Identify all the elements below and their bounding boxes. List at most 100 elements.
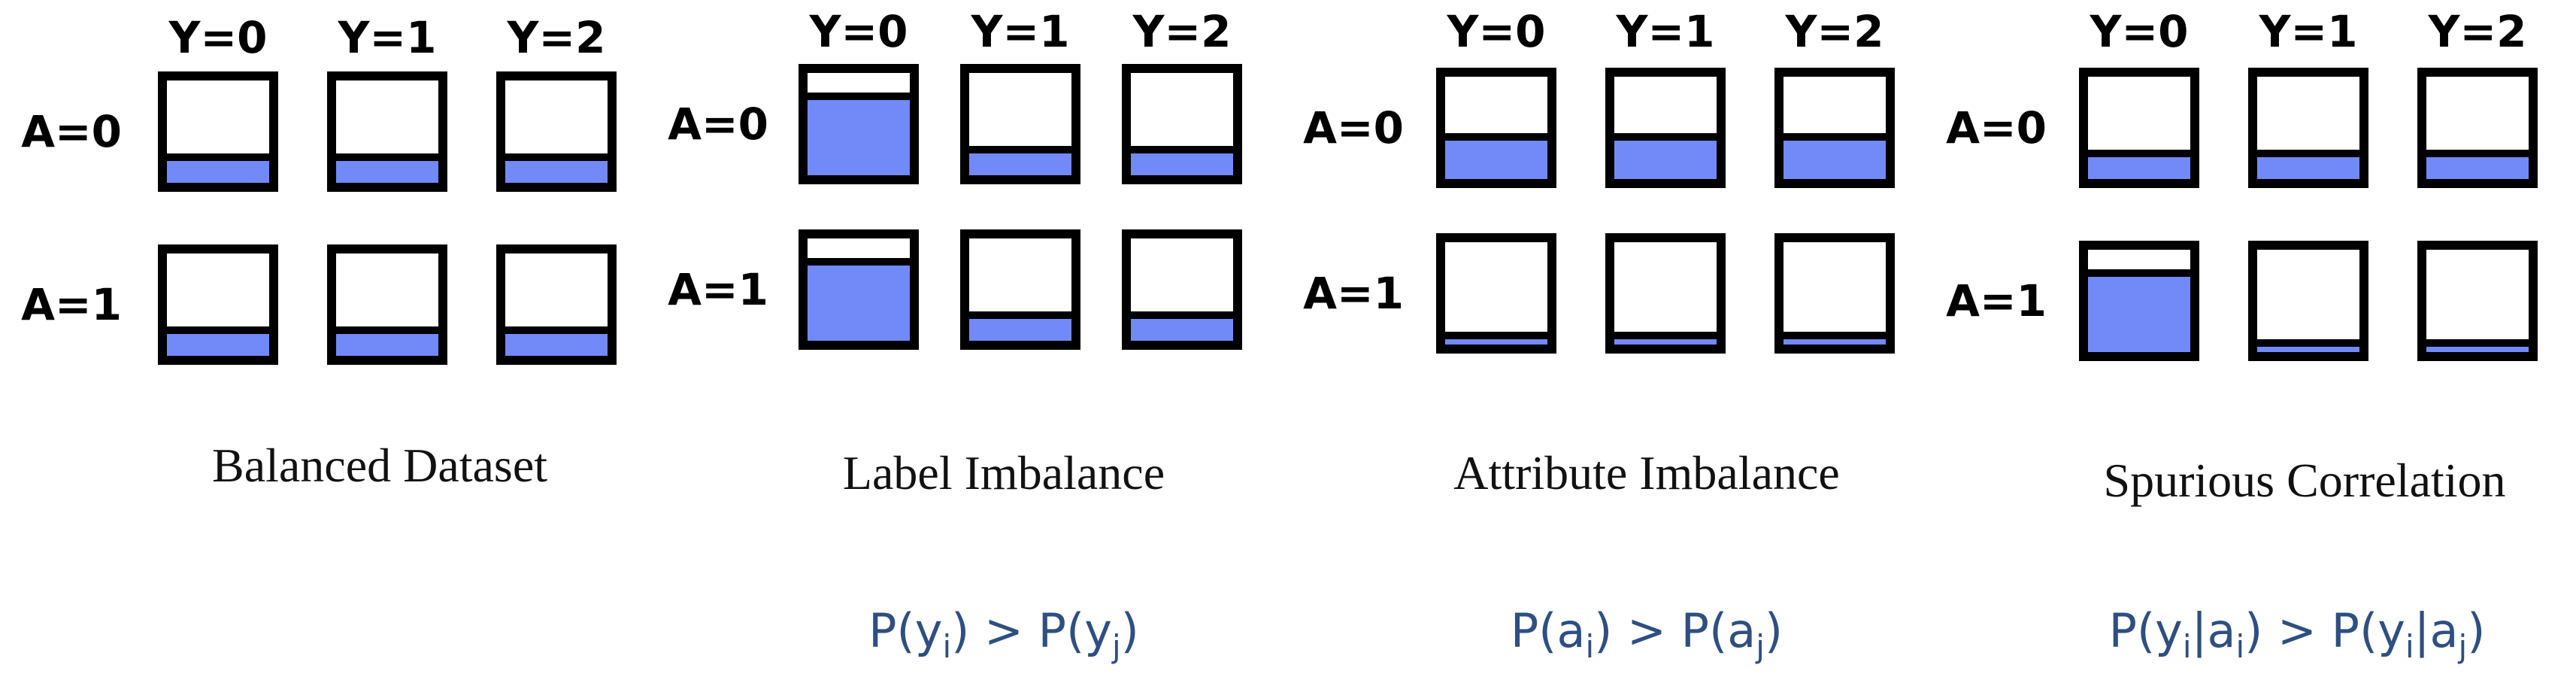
probability-formula: P(yi|ai) > P(yi|aj): [2109, 603, 2486, 665]
panel-caption: Balanced Dataset: [212, 439, 547, 492]
distribution-cell: [1774, 68, 1895, 188]
cell-border: [327, 244, 447, 365]
column-label: Y=1: [2259, 6, 2358, 57]
cell-border: [1605, 233, 1726, 354]
fill-bar: [1441, 137, 1552, 184]
column-label: Y=1: [971, 6, 1070, 57]
fill-bar: [1126, 150, 1238, 180]
cell-border: [2417, 68, 2538, 188]
cell-border: [1436, 68, 1556, 188]
cell-border: [496, 244, 617, 365]
row-label: A=0: [668, 99, 768, 150]
distribution-cell: [1122, 64, 1242, 184]
cell-border: [2079, 241, 2199, 361]
row-label: A=1: [668, 264, 768, 315]
cell-border: [1122, 229, 1242, 350]
distribution-cell: [2079, 241, 2199, 361]
probability-formula: P(yi) > P(yj): [868, 603, 1139, 665]
cell-border: [1605, 68, 1726, 188]
cell-border: [1774, 68, 1895, 188]
distribution-cell: [2248, 241, 2368, 361]
fill-bar: [1126, 315, 1238, 345]
cell-background: [2253, 245, 2364, 357]
distribution-cell: [2248, 68, 2368, 188]
cell-border: [327, 71, 447, 192]
column-label: Y=1: [1616, 6, 1715, 57]
row-label: A=1: [1946, 275, 2047, 326]
fill-bar: [1610, 137, 1721, 184]
fill-bar: [2422, 153, 2533, 184]
column-label: Y=2: [2428, 6, 2527, 57]
column-label: Y=0: [809, 6, 908, 57]
distribution-cell: [496, 71, 617, 192]
row-label: A=0: [1946, 102, 2047, 153]
fill-bar: [803, 262, 914, 345]
fill-bar: [162, 330, 274, 360]
distribution-cell: [1436, 233, 1556, 354]
column-label: Y=2: [507, 12, 606, 63]
distribution-cell: [799, 229, 919, 350]
cell-border: [799, 229, 919, 350]
distribution-cell: [799, 64, 919, 184]
column-label: Y=0: [2090, 6, 2189, 57]
distribution-cell: [158, 71, 278, 192]
distribution-cell: [1436, 68, 1556, 188]
distribution-cell: [2417, 241, 2538, 361]
fill-bar: [2084, 273, 2195, 357]
cell-background: [1610, 238, 1721, 349]
cell-border: [158, 244, 278, 365]
fill-bar: [501, 157, 612, 187]
distribution-cell: [327, 71, 447, 192]
row-label: A=1: [1303, 268, 1404, 319]
column-label: Y=2: [1132, 6, 1232, 57]
fill-bar: [332, 330, 443, 360]
cell-background: [1441, 238, 1552, 349]
probability-formula: P(ai) > P(aj): [1511, 603, 1783, 665]
cell-border: [2248, 241, 2368, 361]
fill-bar: [2253, 153, 2364, 184]
cell-background: [1779, 238, 1890, 349]
cell-border: [2079, 68, 2199, 188]
panel-caption: Label Imbalance: [843, 446, 1165, 499]
cell-border: [960, 64, 1080, 184]
cell-border: [2248, 68, 2368, 188]
distribution-cell: [2079, 68, 2199, 188]
column-label: Y=1: [338, 12, 437, 63]
column-label: Y=0: [168, 12, 268, 63]
column-label: Y=2: [1785, 6, 1884, 57]
cell-border: [2417, 241, 2538, 361]
panel-caption: Attribute Imbalance: [1453, 446, 1840, 499]
fill-bar: [1779, 137, 1890, 184]
cell-border: [799, 64, 919, 184]
cell-border: [496, 71, 617, 192]
cell-border: [1122, 64, 1242, 184]
cell-border: [1774, 233, 1895, 354]
distribution-cell: [960, 64, 1080, 184]
cell-border: [158, 71, 278, 192]
panel-caption: Spurious Correlation: [2103, 454, 2505, 507]
distribution-cell: [1774, 233, 1895, 354]
cell-border: [1436, 233, 1556, 354]
distribution-cell: [960, 229, 1080, 350]
fill-bar: [803, 96, 914, 180]
distribution-cell: [158, 244, 278, 365]
distribution-cell: [496, 244, 617, 365]
fill-bar: [2084, 153, 2195, 184]
fill-bar: [332, 157, 443, 187]
distribution-cell: [327, 244, 447, 365]
distribution-cell: [2417, 68, 2538, 188]
fill-bar: [965, 150, 1076, 180]
fill-bar: [501, 330, 612, 360]
distribution-cell: [1605, 233, 1726, 354]
row-label: A=0: [21, 106, 122, 157]
fill-bar: [162, 157, 274, 187]
fill-bar: [965, 315, 1076, 345]
row-label: A=0: [1303, 102, 1404, 153]
distribution-cell: [1122, 229, 1242, 350]
cell-background: [2422, 245, 2533, 357]
